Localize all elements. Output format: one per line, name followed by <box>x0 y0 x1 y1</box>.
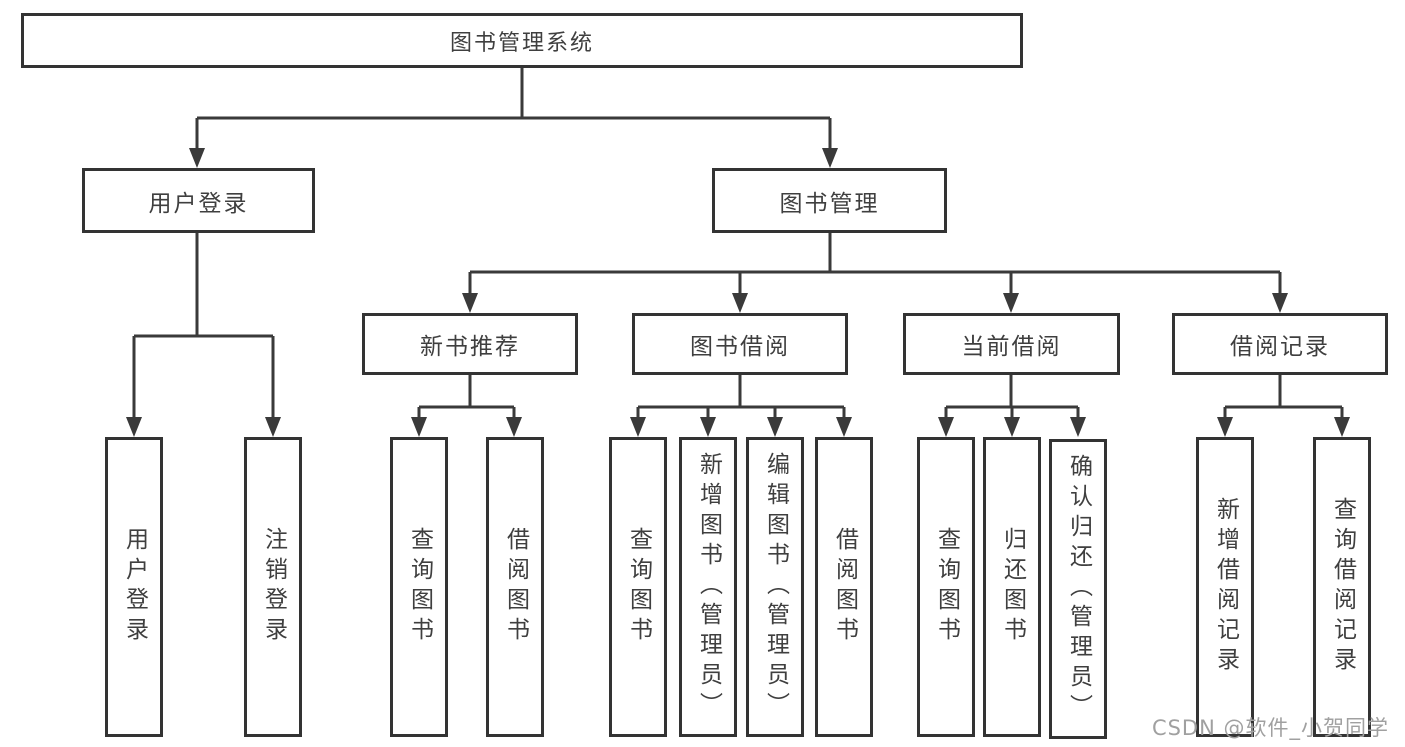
leaf-recommend-query-book-label: 查询图书 <box>406 527 433 647</box>
node-library-system: 图书管理系统 <box>21 13 1023 68</box>
leaf-current-confirm-return-admin: 确认归还（管理员） <box>1049 439 1107 739</box>
leaf-recommend-borrow-book-label: 借阅图书 <box>502 527 529 647</box>
node-borrow-records: 借阅记录 <box>1172 313 1388 375</box>
leaf-user-login-label: 用户登录 <box>121 527 148 647</box>
csdn-watermark: CSDN @软件_小贺同学 <box>1151 716 1389 740</box>
leaf-borrow-edit-book-admin-label: 编辑图书（管理员） <box>762 452 789 722</box>
connector-userlogin-to-leaves <box>132 233 275 420</box>
node-book-borrow-label: 图书借阅 <box>690 334 790 360</box>
leaf-records-query-record: 查询借阅记录 <box>1313 437 1371 737</box>
node-new-book-recommend: 新书推荐 <box>362 313 578 375</box>
node-book-management: 图书管理 <box>712 168 947 233</box>
leaf-records-query-record-label: 查询借阅记录 <box>1329 497 1356 677</box>
connector-root-to-level2 <box>195 68 832 150</box>
leaf-recommend-borrow-book: 借阅图书 <box>486 437 544 737</box>
leaf-borrow-query-book: 查询图书 <box>609 437 667 737</box>
leaf-borrow-add-book-admin-label: 新增图书（管理员） <box>695 452 722 722</box>
node-book-borrow: 图书借阅 <box>632 313 848 375</box>
connector-bookmgmt-to-level3 <box>468 233 1282 296</box>
leaf-borrow-edit-book-admin: 编辑图书（管理员） <box>746 437 804 737</box>
node-new-book-recommend-label: 新书推荐 <box>420 334 520 360</box>
node-library-system-label: 图书管理系统 <box>449 30 594 56</box>
connector-currentborrow-to-leaves <box>944 375 1080 420</box>
leaf-current-query-book-label: 查询图书 <box>933 527 960 647</box>
leaf-current-confirm-return-admin-label: 确认归还（管理员） <box>1065 454 1092 724</box>
leaf-records-add-record-label: 新增借阅记录 <box>1212 497 1239 677</box>
node-borrow-records-label: 借阅记录 <box>1230 334 1330 360</box>
leaf-logout: 注销登录 <box>244 437 302 737</box>
leaf-borrow-query-book-label: 查询图书 <box>625 527 652 647</box>
leaf-borrow-borrow-book-label: 借阅图书 <box>831 527 858 647</box>
node-book-management-label: 图书管理 <box>779 190 880 217</box>
leaf-borrow-add-book-admin: 新增图书（管理员） <box>679 437 737 737</box>
connector-bookborrow-to-leaves <box>636 375 846 420</box>
leaf-borrow-borrow-book: 借阅图书 <box>815 437 873 737</box>
node-user-login: 用户登录 <box>82 168 315 233</box>
connector-newbook-to-leaves <box>417 375 516 420</box>
node-user-login-label: 用户登录 <box>148 190 249 217</box>
leaf-logout-label: 注销登录 <box>260 527 287 647</box>
leaf-current-query-book: 查询图书 <box>917 437 975 737</box>
leaf-current-return-book-label: 归还图书 <box>999 527 1026 647</box>
leaf-current-return-book: 归还图书 <box>983 437 1041 737</box>
node-current-borrow: 当前借阅 <box>903 313 1120 375</box>
node-current-borrow-label: 当前借阅 <box>961 334 1062 360</box>
leaf-user-login: 用户登录 <box>105 437 163 737</box>
connector-records-to-leaves <box>1223 375 1344 420</box>
arrowheads <box>126 148 1350 437</box>
leaf-records-add-record: 新增借阅记录 <box>1196 437 1254 737</box>
leaf-recommend-query-book: 查询图书 <box>390 437 448 737</box>
